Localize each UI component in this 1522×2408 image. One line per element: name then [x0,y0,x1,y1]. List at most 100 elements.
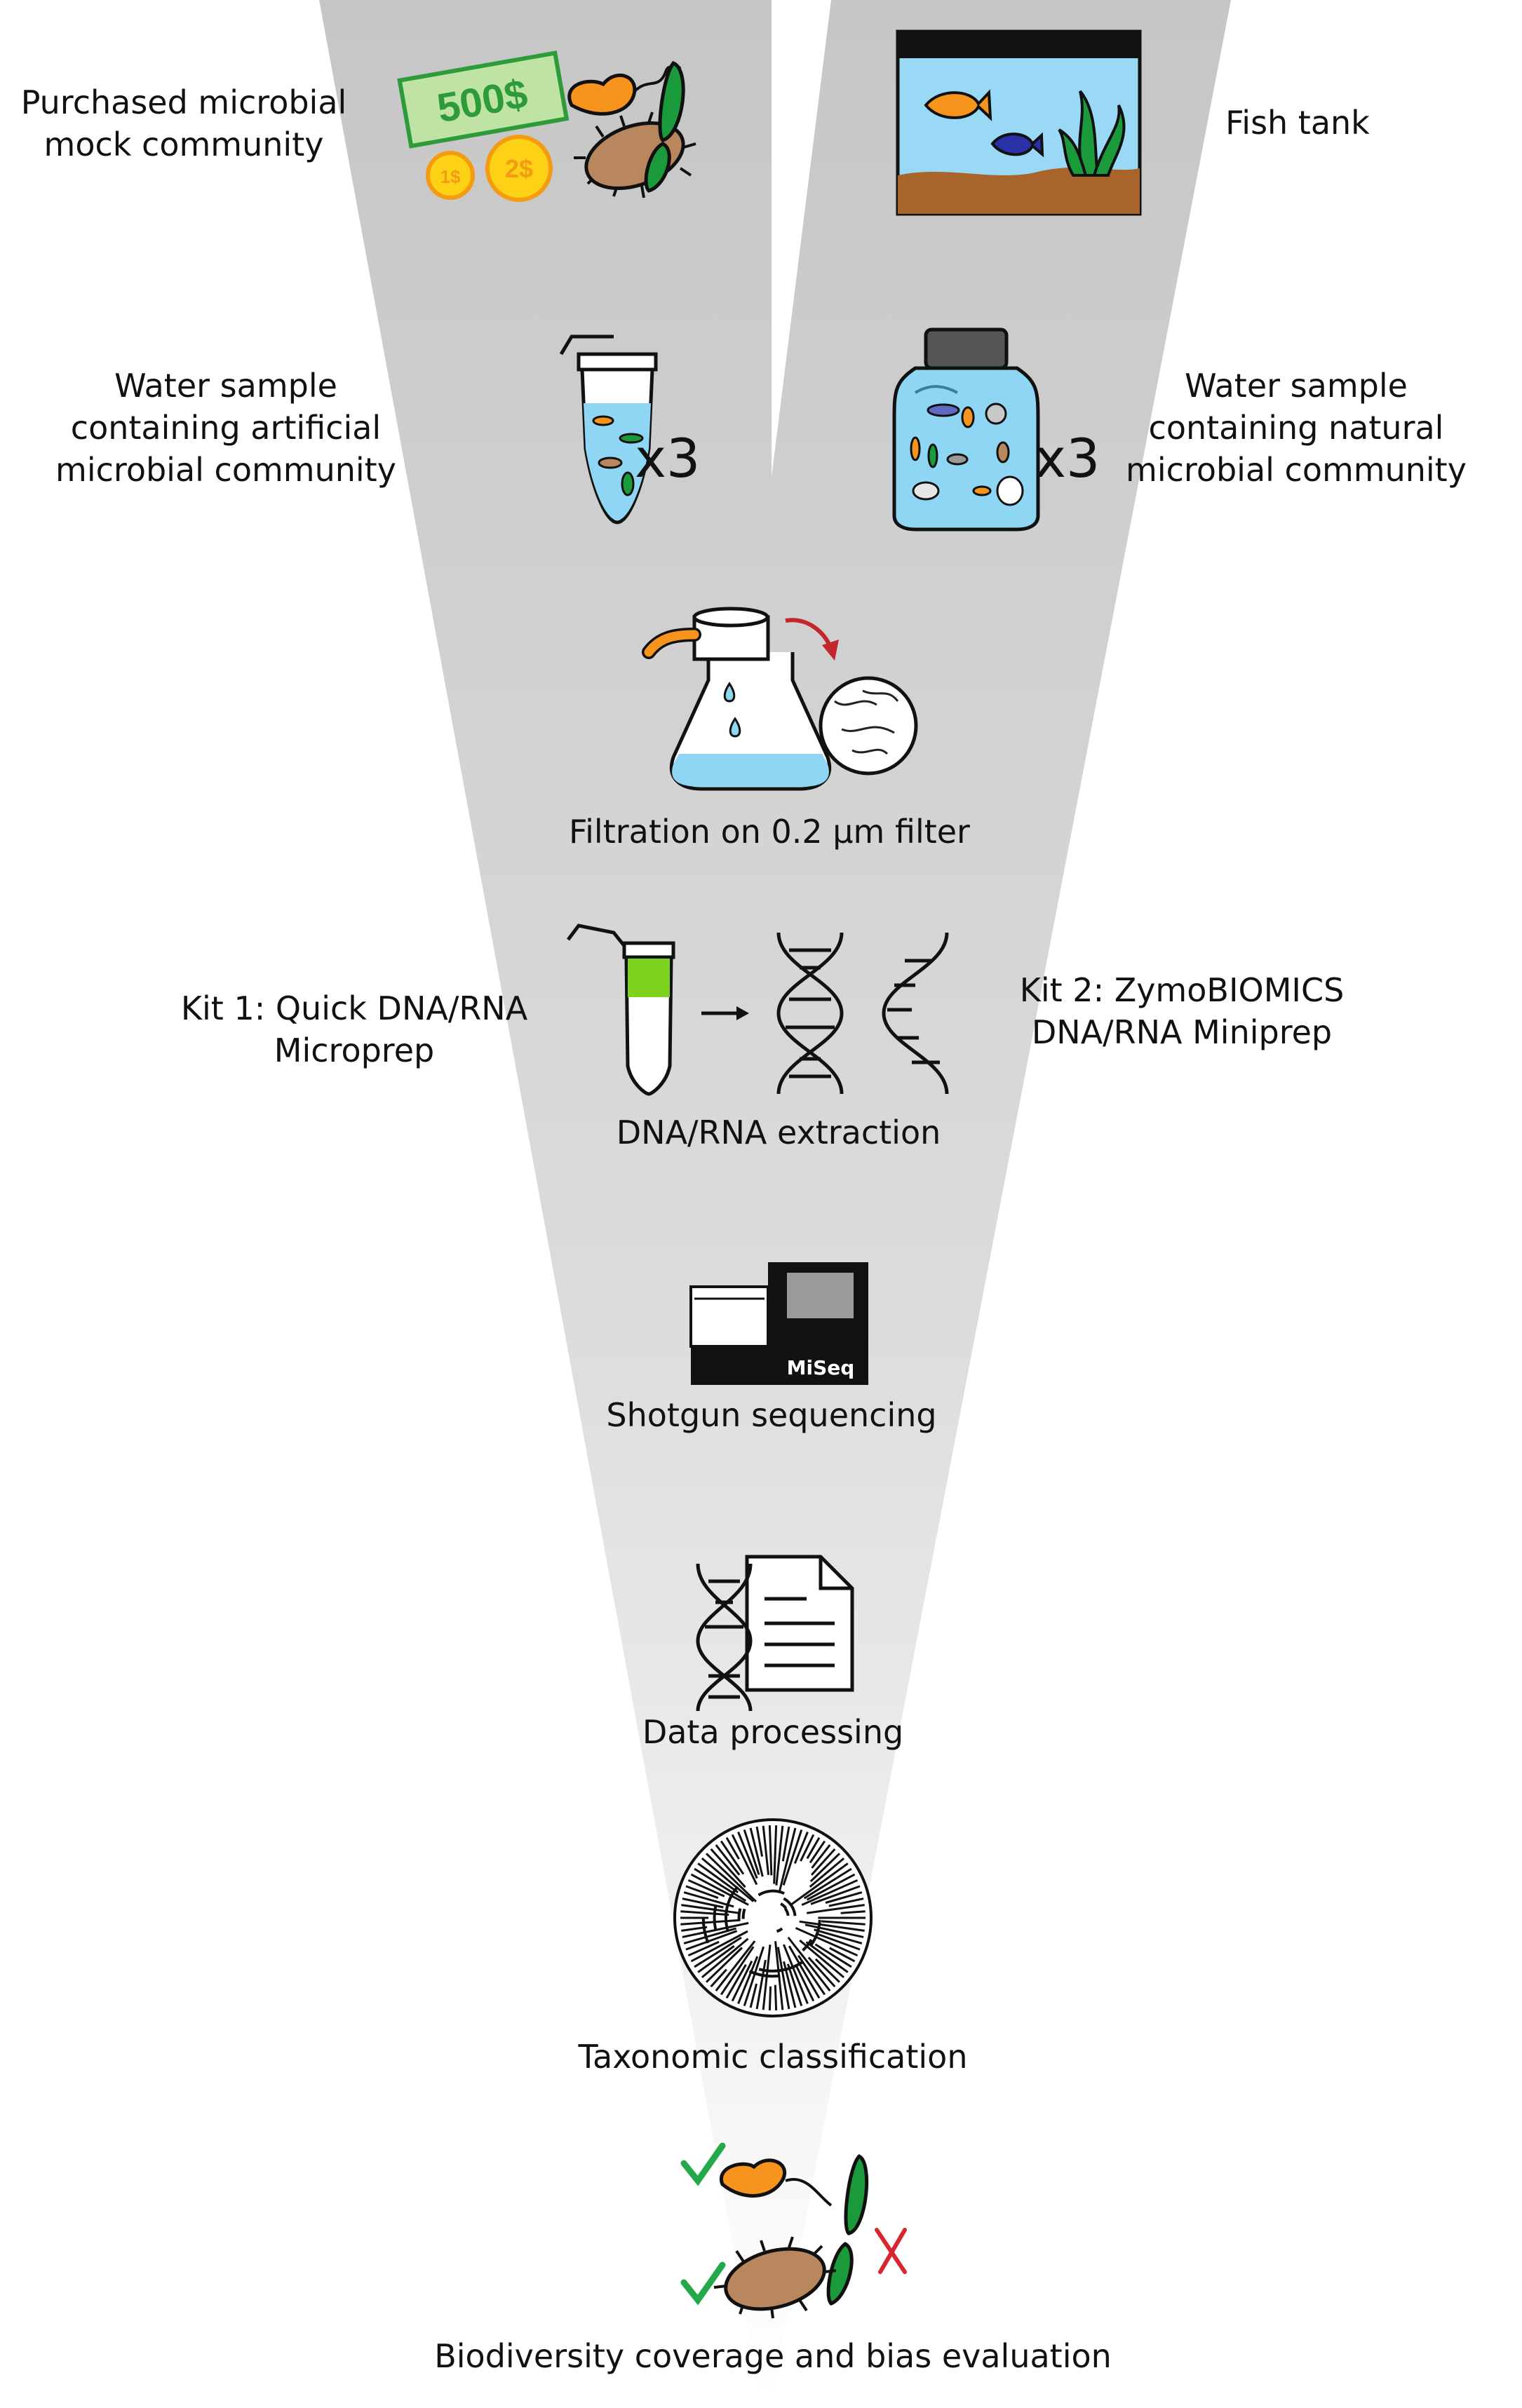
tree-branch [683,1927,737,1944]
tree-branch [774,1984,778,2010]
tree-branch [687,1940,720,1957]
label-processing: Data processing [642,1713,904,1751]
label-water-artificial: Water sample containing artificial micro… [55,365,396,491]
tree-branch [795,1927,858,1957]
cross-icon [875,2228,907,2274]
tree-branch [825,1891,863,1904]
label-artificial-line-3: microbial community [55,451,396,489]
check-icon [680,2142,726,2306]
label-fish-tank: Fish tank [1225,104,1370,142]
label-kit1: Kit 1: Quick DNA/RNA Microprep [181,987,527,1071]
tree-arc [809,1919,821,1947]
rna-strand-icon [882,932,949,1095]
tree-branch [806,1873,856,1901]
tree-branch [782,1829,803,1886]
tree-branch [828,1898,864,1907]
label-sequencing: Shotgun sequencing [606,1396,937,1434]
sequencer-name: MiSeq [787,1356,855,1379]
tree-branch [793,1832,809,1864]
tree-branch [755,1826,764,1857]
tree-arc [802,1938,813,1952]
tree-arc [757,1889,785,1897]
tree-branch [694,1936,742,1968]
tree-arc [741,1908,746,1919]
tree-branch [710,1968,727,1988]
tree-branch [768,1825,773,1876]
tree-branch [803,1867,852,1900]
label-natural-line-3: microbial community [1126,451,1467,489]
tree-branch [814,1928,863,1944]
tree-branch [737,1956,759,2004]
label-classification: Taxonomic classification [578,2038,968,2076]
tree-branch [810,1848,836,1876]
tree-branch [706,1853,757,1902]
document-icon [745,1555,854,1692]
tree-branch [743,1946,765,2007]
tree-branch [743,1829,760,1875]
label-kit1-line-1: Kit 1: Quick DNA/RNA [180,989,528,1027]
tree-branch [737,1832,758,1879]
tree-branch [768,1986,772,2010]
label-kit1-line-2: Microprep [274,1031,435,1069]
arrow-icon [701,1006,749,1020]
label-mock-community: Purchased microbial mock community [21,81,347,165]
label-artificial-line-1: Water sample [114,367,337,405]
tree-branch [690,1930,748,1963]
label-artificial-line-2: containing artificial [70,409,382,447]
tree-branch [680,1910,729,1916]
label-mock-line-1: Purchased microbial [20,83,347,121]
tree-branch [690,1873,749,1906]
coin-two-value: 2$ [505,154,533,183]
label-mock-line-2: mock community [43,126,324,163]
tree-branch [801,1879,858,1907]
tree-arc [737,1908,742,1921]
tree-branch [805,1941,849,1973]
tree-branch [806,1904,865,1914]
tree-branch [787,1936,831,1991]
tree-arc [776,1927,783,1933]
tree-branch [697,1862,739,1894]
replicates-right: x3 [1035,427,1100,489]
dna-helix-icon [776,932,844,1095]
money-icon: 500$ 1$ 2$ [397,50,570,202]
label-kit2-line-1: Kit 2: ZymoBIOMICS [1019,971,1345,1009]
tree-branch [725,1837,740,1860]
bacteria-icon [567,60,696,198]
tree-branch [715,1844,741,1876]
data-dna-icon [696,1563,753,1712]
tree-branch [715,1940,756,1991]
tree-branch [680,1919,741,1926]
tree-branch [799,1920,865,1932]
tree-branch [685,1885,719,1899]
tree-arc [701,1917,710,1944]
tree-branch [821,1920,866,1926]
tree-branch [840,1910,866,1914]
tree-arc [725,1886,739,1931]
tree-branch [806,1837,821,1860]
label-kit2-line-2: DNA/RNA Miniprep [1031,1013,1333,1051]
replicates-left: x3 [635,427,700,489]
tree-branch [814,1943,852,1968]
aquarium-icon [896,29,1142,216]
tree-branch [720,1946,755,1996]
tree-branch [788,1945,821,1999]
tree-branch [776,1947,790,2010]
tree-branch [829,1947,856,1963]
label-extraction: DNA/RNA extraction [616,1114,941,1151]
label-evaluation: Biodiversity coverage and bias evaluatio… [434,2337,1112,2375]
tree-branch [701,1937,749,1978]
microtube-icon [559,334,658,525]
tree-branch [782,1944,809,2004]
tree-arc [758,1960,804,1973]
tree-branch [786,1963,803,2007]
label-filtration: Filtration on 0.2 µm filter [569,813,970,851]
label-water-natural: Water sample containing natural microbia… [1126,365,1467,491]
tree-branch [811,1844,831,1869]
funnel-shape [319,0,1231,2398]
tree-branch [800,1834,815,1862]
sample-jar-icon [892,327,1040,532]
tree-branch [809,1840,826,1864]
tree-branch [710,1848,746,1888]
tree-branch [755,1959,767,2010]
